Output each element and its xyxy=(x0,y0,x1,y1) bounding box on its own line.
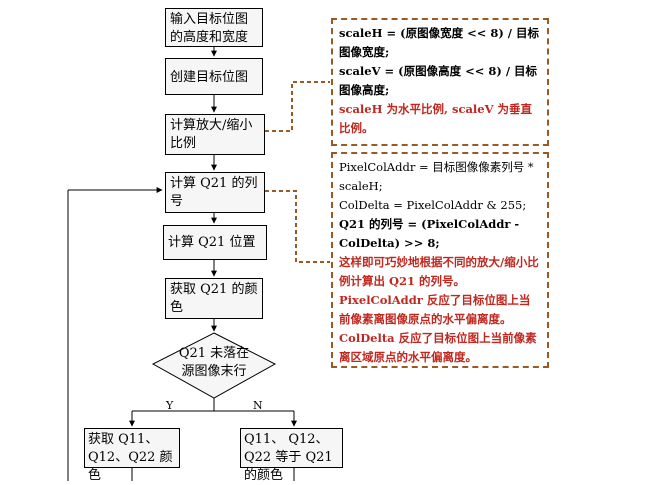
step-create-bitmap: 创建目标位图 xyxy=(165,58,263,95)
note-q21-column: Q21 的列号 = (PixelColAddr - ColDelta) >> 8… xyxy=(339,217,520,250)
note-pixel-col-addr-meaning: PixelColAddr 反应了目标位图上当前像素离图像原点的水平偏离度。 xyxy=(339,293,531,326)
note-scaleV-formula: scaleV = (原图像高度 << 8) / 目标图像高度; xyxy=(339,64,538,97)
step-compute-column: 计算 Q21 的列号 xyxy=(165,172,265,213)
connector-column-note xyxy=(265,190,330,263)
note-column-explanation: 这样即可巧妙地根据不同的放大/缩小比例计算出 Q21 的列号。 xyxy=(339,255,539,288)
step-compute-position: 计算 Q21 位置 xyxy=(163,225,267,260)
step-input-size: 输入目标位图的高度和宽度 xyxy=(165,8,263,47)
note-pixel-col-addr: PixelColAddr = 目标图像像素列号 * scaleH; xyxy=(339,160,534,193)
step-yes-get-colors: 获取 Q11、Q12、Q22 颜色 xyxy=(84,428,180,483)
note-col-delta-meaning: ColDelta 反应了目标位图上当前像素离区域原点的水平偏离度。 xyxy=(339,331,537,364)
note-scale-formula: scaleH = (原图像宽度 << 8) / 目标图像宽度; scaleV =… xyxy=(331,18,549,146)
note-scaleH-formula: scaleH = (原图像宽度 << 8) / 目标图像宽度; xyxy=(339,26,539,59)
connector-scale-note xyxy=(265,81,330,132)
note-scale-explanation: scaleH 为水平比例, scaleV 为垂直比例。 xyxy=(339,102,533,135)
step-compute-scale: 计算放大/缩小比例 xyxy=(165,114,265,155)
step-no-assign-colors: Q11、 Q12、 Q22 等于 Q21 的颜色 xyxy=(240,428,343,483)
no-label: N xyxy=(253,399,263,412)
step-get-color: 获取 Q21 的颜色 xyxy=(165,278,263,319)
decision-label: Q21 未落在源图像末行 xyxy=(178,346,250,379)
note-col-delta: ColDelta = PixelColAddr & 255; xyxy=(339,198,527,212)
yes-label: Y xyxy=(166,399,174,412)
note-column-formula: PixelColAddr = 目标图像像素列号 * scaleH; ColDel… xyxy=(331,152,549,368)
